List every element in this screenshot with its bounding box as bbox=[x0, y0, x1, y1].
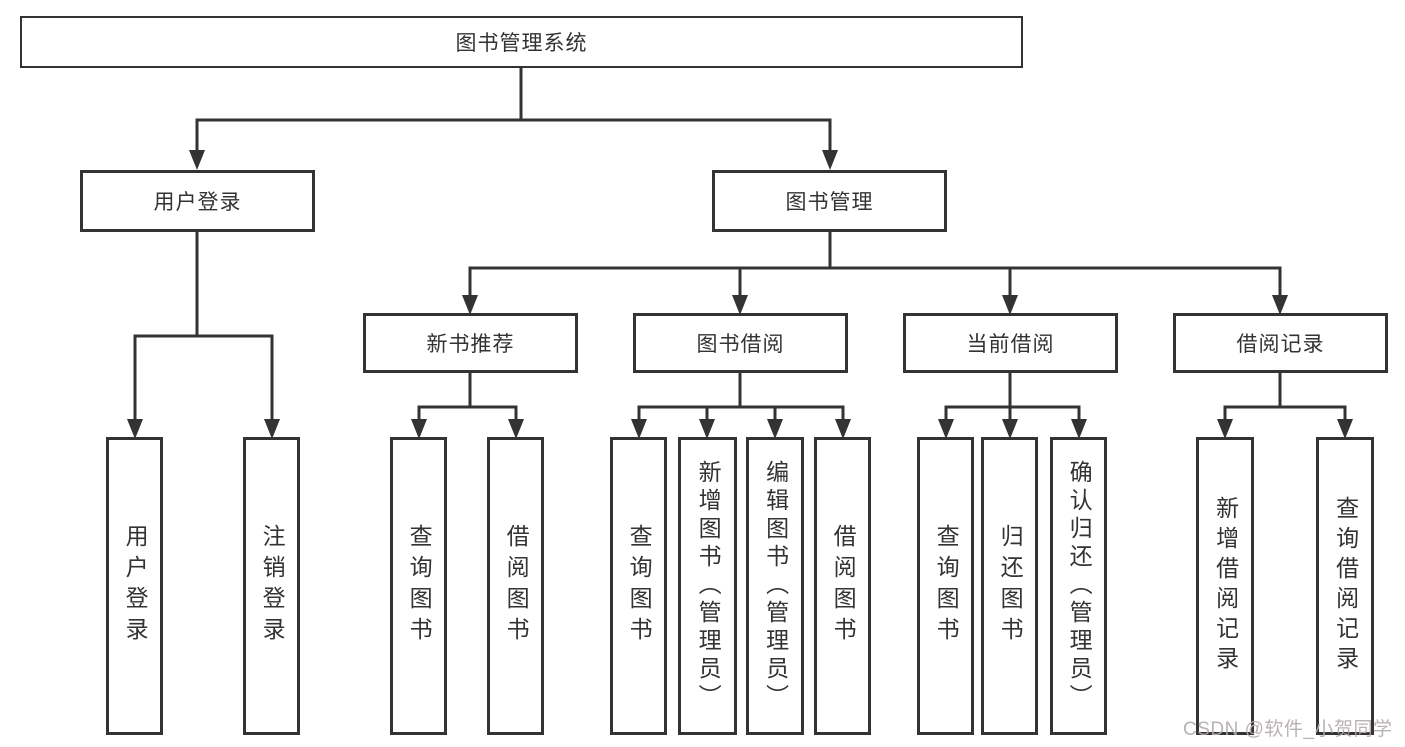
leaf-label: 新增图书（管理员） bbox=[695, 460, 722, 712]
leaf-add-borrow-record: 新增借阅记录 bbox=[1196, 437, 1254, 735]
leaf-logout: 注销登录 bbox=[243, 437, 300, 735]
node-label: 当前借阅 bbox=[966, 333, 1055, 356]
node-label: 图书借阅 bbox=[696, 333, 785, 356]
leaf-label: 查询图书 bbox=[406, 524, 433, 648]
csdn-watermark: CSDN @软件_小贺同学 bbox=[1183, 719, 1393, 740]
node-current-borrow: 当前借阅 bbox=[903, 313, 1118, 373]
leaf-query-books-borrow: 查询图书 bbox=[610, 437, 667, 735]
leaf-edit-book-admin: 编辑图书（管理员） bbox=[746, 437, 804, 735]
node-label: 图书管理 bbox=[785, 191, 874, 214]
leaf-label: 确认归还（管理员） bbox=[1066, 460, 1093, 712]
arrowheads bbox=[127, 150, 1353, 439]
leaf-label: 注销登录 bbox=[259, 524, 286, 648]
node-label: 用户登录 bbox=[153, 191, 242, 214]
node-book-borrow: 图书借阅 bbox=[633, 313, 848, 373]
node-book-management: 图书管理 bbox=[712, 170, 947, 232]
leaf-borrow-book: 借阅图书 bbox=[814, 437, 871, 735]
node-label: 借阅记录 bbox=[1236, 333, 1325, 356]
leaf-add-book-admin: 新增图书（管理员） bbox=[678, 437, 737, 735]
leaf-return-book: 归还图书 bbox=[981, 437, 1038, 735]
leaf-label: 查询图书 bbox=[933, 524, 960, 648]
node-label: 图书管理系统 bbox=[455, 32, 588, 55]
node-new-book-recommend: 新书推荐 bbox=[363, 313, 578, 373]
leaf-label: 归还图书 bbox=[997, 524, 1024, 648]
node-user-login: 用户登录 bbox=[80, 170, 315, 232]
node-library-management-system: 图书管理系统 bbox=[20, 16, 1023, 68]
leaf-query-books: 查询图书 bbox=[390, 437, 447, 735]
leaf-borrow-books: 借阅图书 bbox=[487, 437, 544, 735]
leaf-label: 编辑图书（管理员） bbox=[762, 460, 789, 712]
leaf-confirm-return-admin: 确认归还（管理员） bbox=[1050, 437, 1107, 735]
node-label: 新书推荐 bbox=[426, 333, 515, 356]
node-borrow-records: 借阅记录 bbox=[1173, 313, 1388, 373]
leaf-query-books-current: 查询图书 bbox=[917, 437, 974, 735]
leaf-label: 用户登录 bbox=[122, 524, 149, 648]
leaf-label: 新增借阅记录 bbox=[1212, 496, 1239, 676]
leaf-label: 借阅图书 bbox=[830, 524, 857, 648]
leaf-query-borrow-record: 查询借阅记录 bbox=[1316, 437, 1374, 735]
leaf-user-login: 用户登录 bbox=[106, 437, 163, 735]
leaf-label: 查询图书 bbox=[626, 524, 653, 648]
leaf-label: 借阅图书 bbox=[503, 524, 530, 648]
leaf-label: 查询借阅记录 bbox=[1332, 496, 1359, 676]
